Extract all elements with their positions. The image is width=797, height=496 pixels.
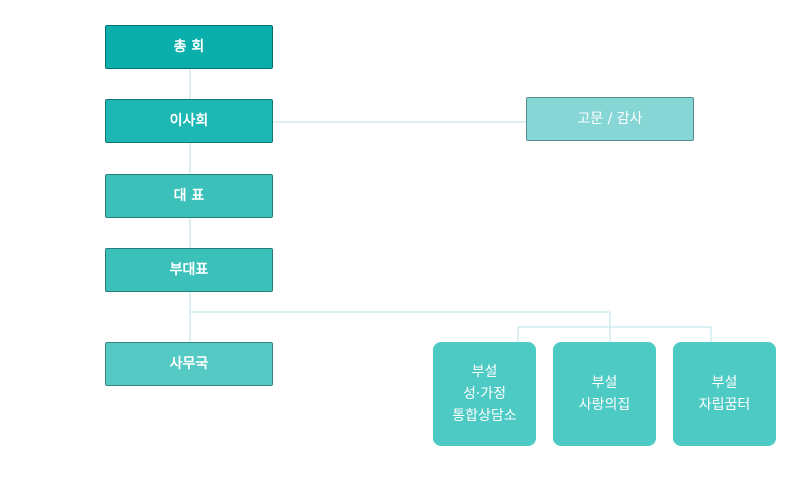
representative-box: 대 표 [105,174,273,218]
affiliate-love-house-box: 부설 사랑의집 [553,342,656,446]
board-label: 이사회 [169,113,209,129]
affiliate-independence-dream-box: 부설 자립꿈터 [673,342,776,446]
advisor-auditor-label: 고문 / 감사 [577,111,643,127]
affiliate-line: 자립꿈터 [698,397,751,413]
vice-representative-label: 부대표 [169,262,209,278]
advisor-auditor-box: 고문 / 감사 [526,97,694,141]
general-assembly-label: 총 회 [173,39,205,55]
board-box: 이사회 [105,99,273,143]
affiliate-line: 부설 [591,375,618,391]
representative-label: 대 표 [173,188,205,204]
affiliate-line: 통합상담소 [452,408,517,424]
affiliate-line: 부설 [711,375,738,391]
vice-representative-box: 부대표 [105,248,273,292]
general-assembly-box: 총 회 [105,25,273,69]
affiliate-line: 사랑의집 [578,397,631,413]
affiliate-line: 부설 [471,364,498,380]
secretariat-label: 사무국 [169,356,209,372]
secretariat-box: 사무국 [105,342,273,386]
affiliate-line: 성·가정 [462,386,507,402]
affiliate-counseling-center-box: 부설 성·가정 통합상담소 [433,342,536,446]
